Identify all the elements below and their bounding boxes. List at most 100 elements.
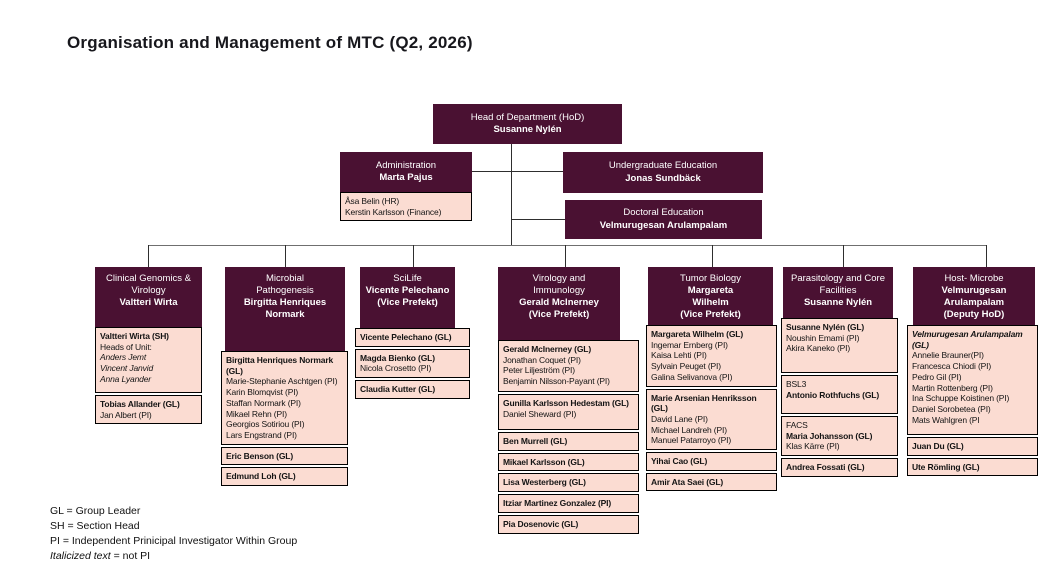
section-leader-name: Margareta Wilhelm bbox=[687, 285, 734, 309]
member-line: Jonathan Coquet (PI) bbox=[503, 354, 581, 365]
hod-box: Head of Department (HoD) Susanne Nylén bbox=[433, 104, 622, 144]
member-line: Amir Ata Saei (GL) bbox=[651, 476, 724, 487]
section-list-microbial-pathogenesis: Birgitta Henriques Normark (GL)Marie-Ste… bbox=[221, 351, 348, 487]
legend: GL = Group Leader SH = Section Head PI = I… bbox=[50, 504, 297, 564]
member-line: Yihai Cao (GL) bbox=[651, 456, 708, 467]
section-title: Tumor Biology bbox=[680, 273, 741, 284]
legend-row: SH = Section Head bbox=[50, 520, 140, 532]
member-line: Martin Rottenberg (PI) bbox=[912, 382, 993, 393]
legend-row: PI = Independent Prinicipal Investigator… bbox=[50, 535, 298, 547]
member-line: Birgitta Henriques Normark (GL) bbox=[226, 355, 334, 376]
group-box: Itziar Martinez Gonzalez (PI) bbox=[498, 494, 639, 513]
section-list-virology-immunology: Gerald McInerney (GL)Jonathan Coquet (PI… bbox=[498, 340, 639, 534]
member-line: Andrea Fossati (GL) bbox=[786, 462, 865, 473]
section-title: Clinical Genomics & Virology bbox=[106, 273, 191, 297]
member-line: Ute Römling (GL) bbox=[912, 461, 980, 472]
member-line: Marie-Stephanie Aschtgen (PI) bbox=[226, 376, 338, 387]
administration-name: Marta Pajus bbox=[379, 172, 433, 183]
member-line: Akira Kaneko (PI) bbox=[786, 343, 851, 354]
doctoral-education-box: Doctoral Education Velmurugesan Arulampa… bbox=[565, 200, 762, 239]
group-box: Gerald McInerney (GL)Jonathan Coquet (PI… bbox=[498, 340, 639, 392]
member-line: Pedro Gil (PI) bbox=[912, 371, 962, 382]
group-box: Velmurugesan Arulampalam (GL)Annelie Bra… bbox=[907, 325, 1038, 435]
section-leader-name: Velmurugesan Arulampalam bbox=[941, 285, 1007, 309]
connector-stub-3 bbox=[413, 245, 414, 267]
member-line: Margareta Wilhelm (GL) bbox=[651, 329, 744, 339]
staff-line: Kerstin Karlsson (Finance) bbox=[345, 206, 442, 217]
member-line: Tobias Allander (GL) bbox=[100, 399, 180, 409]
group-box: Mikael Karlsson (GL) bbox=[498, 452, 639, 472]
member-line: Ina Schuppe Koistinen (PI) bbox=[912, 393, 1010, 404]
member-line: Edmund Loh (GL) bbox=[226, 471, 296, 482]
section-title: SciLife bbox=[393, 273, 422, 284]
section-leader-name: Susanne Nylén bbox=[803, 297, 873, 309]
member-line: Peter Liljeström (PI) bbox=[503, 365, 575, 376]
administration-role: Administration bbox=[375, 159, 437, 171]
section-title: Parasitology and Core Facilities bbox=[791, 273, 885, 297]
group-box: Lisa Westerberg (GL) bbox=[498, 473, 639, 493]
member-line: Eric Benson (GL) bbox=[226, 450, 294, 461]
section-leader-suffix: (Vice Prefekt) bbox=[377, 297, 438, 309]
member-line: BSL3 bbox=[786, 379, 807, 389]
section-list-scilife: Vicente Pelechano (GL) Magda Bienko (GL)N… bbox=[355, 328, 470, 399]
member-line: Daniel Sorobetea (PI) bbox=[912, 403, 991, 414]
connector-doctoral bbox=[511, 219, 565, 220]
member-line: Juan Du (GL) bbox=[912, 441, 964, 451]
group-box: Vicente Pelechano (GL) bbox=[355, 328, 470, 347]
member-line: Michael Landreh (PI) bbox=[651, 424, 727, 435]
group-box: Birgitta Henriques Normark (GL)Marie-Ste… bbox=[221, 351, 348, 445]
member-line: Annelie Brauner(PI) bbox=[912, 350, 984, 361]
connector-stub-5 bbox=[712, 245, 713, 267]
undergraduate-education-box: Undergraduate Education Jonas Sundbäck bbox=[563, 152, 763, 193]
section-leader-suffix: (Vice Prefekt) bbox=[680, 309, 741, 321]
member-line: Francesca Chiodi (PI) bbox=[912, 361, 992, 372]
hod-name: Susanne Nylén bbox=[493, 124, 562, 135]
doctoral-role: Doctoral Education bbox=[623, 207, 704, 219]
section-leader-name: Valtteri Wirta bbox=[119, 297, 178, 309]
member-line: Karin Blomqvist (PI) bbox=[226, 387, 299, 398]
member-line: Susanne Nylén (GL) bbox=[786, 322, 865, 332]
member-line: Velmurugesan Arulampalam (GL) bbox=[912, 329, 1023, 350]
member-line: Gunilla Karlsson Hedestam (GL) bbox=[503, 398, 629, 408]
connector-stub-7 bbox=[986, 245, 987, 267]
member-line: Magda Bienko (GL) bbox=[360, 352, 435, 363]
member-line: Anna Lyander bbox=[100, 373, 151, 384]
section-list-tumor-biology: Margareta Wilhelm (GL)Ingemar Ernberg (P… bbox=[646, 325, 777, 492]
member-line: Lars Engstrand (PI) bbox=[226, 429, 297, 440]
member-line: Anders Jemt bbox=[100, 352, 147, 363]
member-line: Lisa Westerberg (GL) bbox=[503, 477, 586, 488]
member-line: Pia Dosenovic (GL) bbox=[503, 518, 579, 529]
member-line: Mats Wahlgren (PI bbox=[912, 414, 980, 425]
member-line: Mikael Rehn (PI) bbox=[226, 408, 287, 419]
legend-row: GL = Group Leader bbox=[50, 505, 141, 517]
member-line: Nicola Crosetto (PI) bbox=[360, 363, 432, 374]
section-title: Virology and Immunology bbox=[532, 273, 586, 297]
member-line: Galina Selivanova (PI) bbox=[651, 371, 733, 382]
member-line: Mikael Karlsson (GL) bbox=[503, 456, 585, 467]
member-line: Jan Albert (PI) bbox=[100, 409, 152, 420]
member-line: Staffan Normark (PI) bbox=[226, 397, 301, 408]
group-box: Juan Du (GL) bbox=[907, 437, 1038, 456]
undergraduate-name: Jonas Sundbäck bbox=[625, 172, 701, 184]
connector-administration bbox=[472, 171, 563, 172]
member-line: FACS bbox=[786, 420, 808, 430]
section-title: Microbial Pathogenesis bbox=[256, 273, 314, 297]
administration-staff-box: Åsa Belin (HR) Kerstin Karlsson (Finance… bbox=[340, 192, 472, 222]
section-list-clinical-genomics-virology: Valtteri Wirta (SH)Heads of Unit:Anders … bbox=[95, 327, 202, 425]
member-line: Georgios Sotiriou (PI) bbox=[226, 419, 305, 430]
member-line: Gerald McInerney (GL) bbox=[503, 344, 592, 354]
connector-stub-2 bbox=[285, 245, 286, 267]
member-line: Ben Murrell (GL) bbox=[503, 436, 568, 446]
group-box: Ute Römling (GL) bbox=[907, 457, 1038, 477]
legend-row: Italicized text = not PI bbox=[50, 550, 151, 562]
section-list-host-microbe: Velmurugesan Arulampalam (GL)Annelie Bra… bbox=[907, 325, 1038, 477]
undergraduate-role: Undergraduate Education bbox=[608, 160, 718, 172]
group-box: Gunilla Karlsson Hedestam (GL)Daniel She… bbox=[498, 394, 639, 430]
